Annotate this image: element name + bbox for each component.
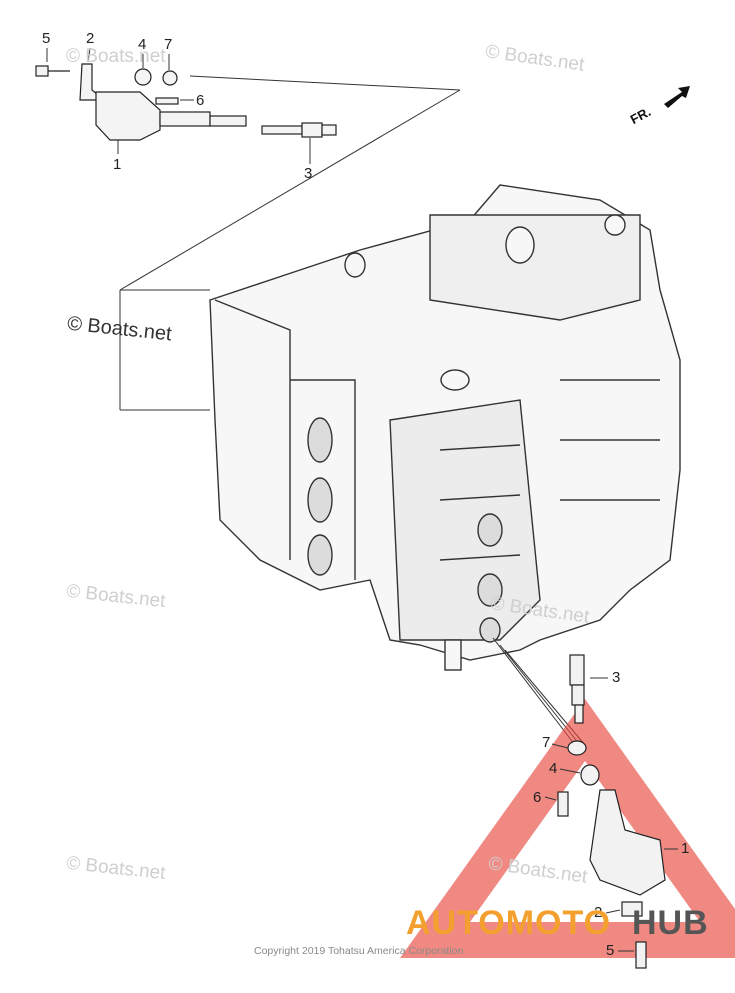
- callout-6-top: 6: [196, 92, 205, 109]
- spark-plug-bottom: [569, 654, 585, 686]
- watermark: © Boats.net: [66, 46, 166, 67]
- logo-automoto: AUTOMOTO: [406, 904, 612, 942]
- callout-5-top: 5: [42, 30, 51, 47]
- callout-4-bottom: 4: [549, 760, 558, 777]
- callout-2-bottom: 2: [594, 904, 603, 921]
- logo-triangle: [400, 699, 735, 958]
- callout-7-bottom: 7: [542, 734, 551, 751]
- logo-hub: HUB: [632, 904, 709, 942]
- washer-bottom: [567, 740, 587, 756]
- bracket-bottom: [621, 901, 643, 917]
- screw-bottom: [557, 791, 569, 817]
- front-direction-arrow: [664, 86, 690, 108]
- washer-top: [162, 70, 178, 86]
- callout-leaders: [46, 47, 678, 952]
- callout-3-top: 3: [304, 165, 313, 182]
- callout-1-bottom: 1: [681, 840, 690, 857]
- bottom-ignition-assembly: [557, 654, 666, 969]
- callout-5-bottom: 5: [606, 942, 615, 959]
- ignition-coil-top: [95, 91, 161, 141]
- callout-6-bottom: 6: [533, 789, 542, 806]
- engine-block: [209, 184, 681, 671]
- callout-1-top: 1: [113, 156, 122, 173]
- ignition-coil-bottom: [589, 789, 666, 896]
- callout-4-top: 4: [138, 36, 147, 53]
- bolt-top: [35, 65, 49, 77]
- bolt-bottom: [635, 941, 647, 969]
- copyright-text: Copyright 2019 Tohatsu America Corporati…: [254, 945, 464, 957]
- grommet-bottom: [580, 764, 600, 786]
- callout-3-bottom: 3: [612, 669, 621, 686]
- callout-7-top: 7: [164, 36, 173, 53]
- callout-2-top: 2: [86, 30, 95, 47]
- top-ignition-assembly: [35, 63, 337, 141]
- spark-plug-top: [261, 125, 303, 135]
- grommet-top: [134, 68, 152, 86]
- leader-lines-top: [119, 75, 461, 411]
